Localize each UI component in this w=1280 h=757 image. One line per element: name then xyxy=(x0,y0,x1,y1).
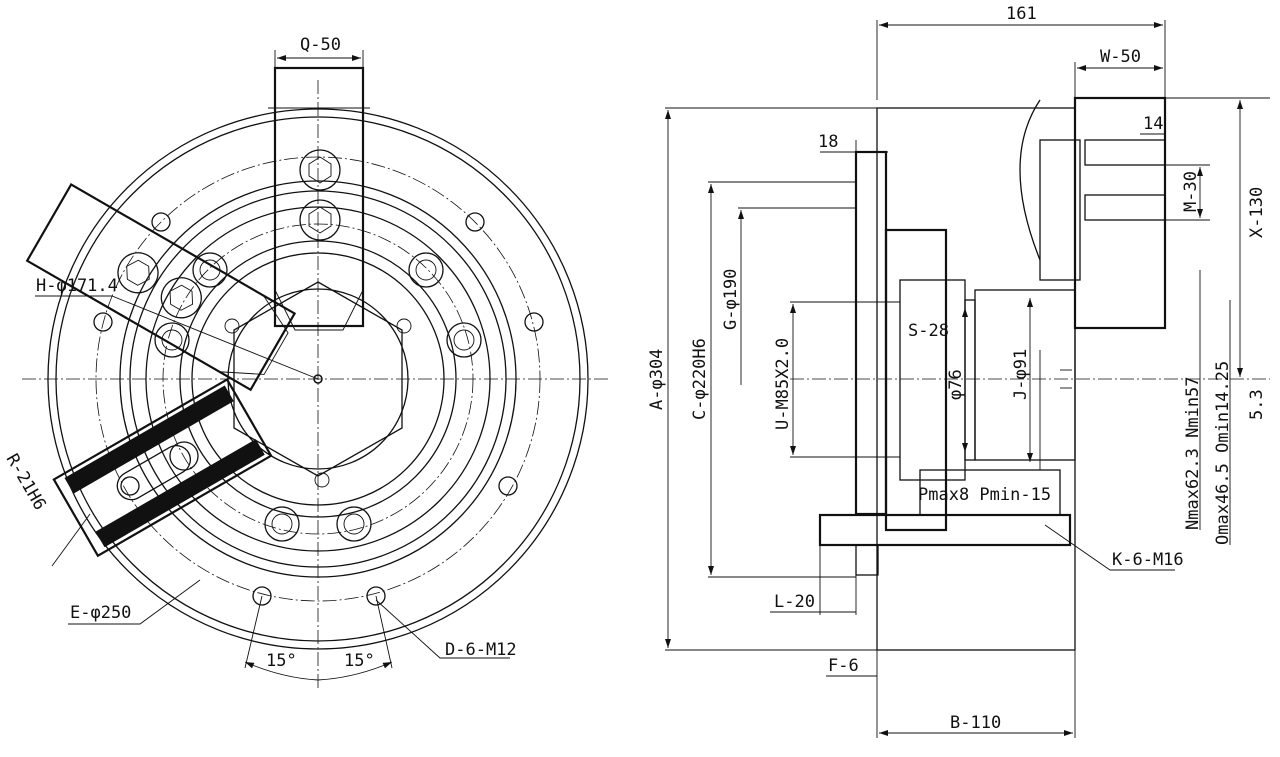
a-label: A-φ304 xyxy=(647,349,667,410)
piston-area xyxy=(974,289,1076,461)
top-jaw-tip xyxy=(274,289,364,331)
s-label: S-28 xyxy=(908,321,949,341)
jaw-bolt-b xyxy=(1084,194,1166,221)
body-plate xyxy=(884,228,948,532)
outer-body-circle xyxy=(47,108,589,650)
jaw-bolt-2 xyxy=(299,199,341,241)
mounting-holes xyxy=(154,252,482,542)
front-view: Q-50 H-φ171.4 R-21H6 E-φ250 D-6-M12 15° … xyxy=(2,35,610,690)
k-label: K-6-M16 xyxy=(1112,550,1184,570)
overall-label: 161 xyxy=(1006,4,1037,24)
right-jaw xyxy=(25,183,297,392)
side-view: 161 W-50 14 X-130 M-30 Nmax62.3 Nmin57 O… xyxy=(647,4,1270,738)
ring-5 xyxy=(191,252,445,506)
ring-3 xyxy=(145,206,491,552)
w-label: W-50 xyxy=(1100,47,1141,67)
outer-chamfer-circle xyxy=(55,116,581,642)
jaw-curve xyxy=(1019,99,1041,261)
d-holes xyxy=(93,212,544,606)
c-label: C-φ220H6 xyxy=(690,338,710,420)
v53-label: 5.3 xyxy=(1247,389,1267,420)
jaw-base xyxy=(1039,139,1081,281)
n-label: Nmax62.3 Nmin57 xyxy=(1183,376,1203,530)
spigot xyxy=(855,544,879,576)
jaw-bolt-1 xyxy=(299,149,341,191)
angle-left-label: 15° xyxy=(266,651,297,671)
g-label: G-φ190 xyxy=(721,269,741,330)
d-label: D-6-M12 xyxy=(445,640,517,660)
mount-flange xyxy=(854,150,888,516)
r-label: R-21H6 xyxy=(2,451,50,514)
h-label: H-φ171.4 xyxy=(36,276,118,296)
u-label: U-M85X2.0 xyxy=(773,338,793,430)
w14-label: 14 xyxy=(1143,114,1163,134)
m-label: M-30 xyxy=(1181,171,1201,212)
o-label: Omax46.5 Omin14.25 xyxy=(1213,361,1233,545)
e-label: E-φ250 xyxy=(70,603,131,623)
bolt-circle-h xyxy=(162,223,474,535)
f-label: F-6 xyxy=(828,656,859,676)
top-jaw xyxy=(273,66,365,328)
angle-right-label: 15° xyxy=(344,651,375,671)
j-label: J-φ91 xyxy=(1011,349,1031,400)
x-label: X-130 xyxy=(1247,187,1267,238)
ring-1 xyxy=(119,180,517,578)
bore-step xyxy=(964,299,976,461)
t18-label: 18 xyxy=(818,132,838,152)
ring-2 xyxy=(129,190,507,568)
bolt-circle-e xyxy=(95,156,541,602)
center-mark xyxy=(313,374,323,384)
phi76-label: φ76 xyxy=(946,369,966,400)
l-label: L-20 xyxy=(774,592,815,612)
jaw-bolt-1-hex xyxy=(308,156,332,184)
jaw-bolt-a xyxy=(1084,139,1166,166)
p-label: Pmax8 Pmin-15 xyxy=(918,485,1051,505)
ring-4 xyxy=(179,240,457,518)
left-jaw-section xyxy=(52,378,273,558)
inner-hexagon xyxy=(233,281,403,477)
lower-jaw-block xyxy=(919,469,1061,516)
q-label: Q-50 xyxy=(300,35,341,55)
jaw-bolt-2-hex xyxy=(308,206,332,234)
b-label: B-110 xyxy=(950,713,1001,733)
